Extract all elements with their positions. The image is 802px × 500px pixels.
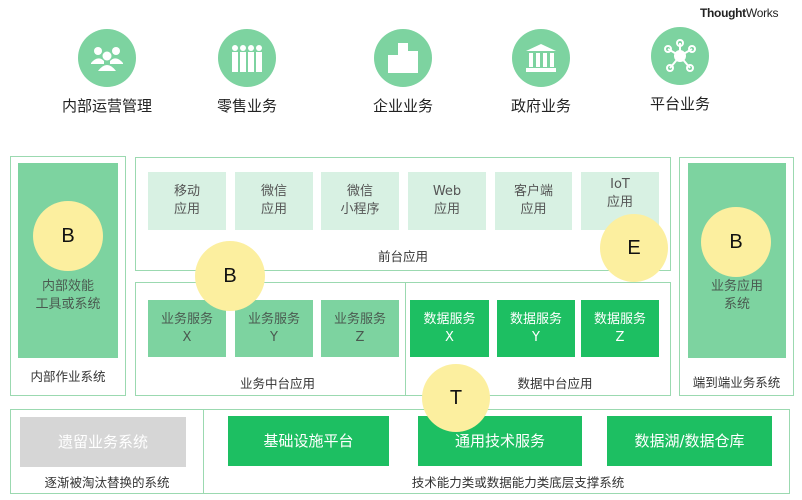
frontend-caption: 前台应用	[377, 249, 428, 264]
common-tech-tile: 通用技术服务	[418, 416, 582, 466]
business-enterprise: 企业业务	[333, 29, 473, 116]
business-retail: 零售业务	[177, 29, 317, 116]
thoughtworks-logo: ThoughtWorks	[700, 6, 779, 20]
frontend-tile: 微信 小程序	[321, 172, 399, 230]
government-building-icon	[512, 29, 570, 87]
marker-e: E	[600, 214, 668, 282]
data-service-tile: 数据服务 X	[410, 300, 489, 357]
crowd-icon	[218, 29, 276, 87]
people-group-icon	[78, 29, 136, 87]
data-lake-tile: 数据湖/数据仓库	[607, 416, 772, 466]
frontend-tile: 移动 应用	[148, 172, 226, 230]
marker-b: B	[195, 241, 265, 311]
legacy-tile: 遗留业务系统	[20, 417, 186, 467]
business-service-tile: 业务服务 X	[148, 300, 226, 357]
frontend-tile: Web 应用	[408, 172, 486, 230]
legacy-caption: 逐渐被淘汰替换的系统	[44, 475, 170, 490]
business-middle-caption: 业务中台应用	[239, 376, 315, 391]
marker-b: B	[33, 201, 103, 271]
internal-caption: 内部作业系统	[30, 369, 106, 384]
network-hub-icon	[651, 27, 709, 85]
marker-b: B	[701, 207, 771, 277]
buildings-icon	[374, 29, 432, 87]
marker-t: T	[422, 364, 490, 432]
business-platform: 平台业务	[610, 27, 750, 114]
business-internal-ops: 内部运营管理	[37, 29, 177, 116]
frontend-tile: 微信 应用	[235, 172, 313, 230]
business-service-tile: 业务服务 Z	[321, 300, 399, 357]
frontend-tile: 客户端 应用	[495, 172, 572, 230]
business-app-tile: 业务应用 系统	[688, 163, 786, 358]
data-service-tile: 数据服务 Z	[581, 300, 659, 357]
infrastructure-tile: 基础设施平台	[228, 416, 389, 466]
business-service-tile: 业务服务 Y	[235, 300, 313, 357]
end-to-end-caption: 端到端业务系统	[692, 375, 781, 390]
data-service-tile: 数据服务 Y	[497, 300, 575, 357]
foundation-caption: 技术能力类或数据能力类底层支撑系统	[411, 475, 625, 490]
data-middle-caption: 数据中台应用	[517, 376, 593, 391]
business-government: 政府业务	[471, 29, 611, 116]
